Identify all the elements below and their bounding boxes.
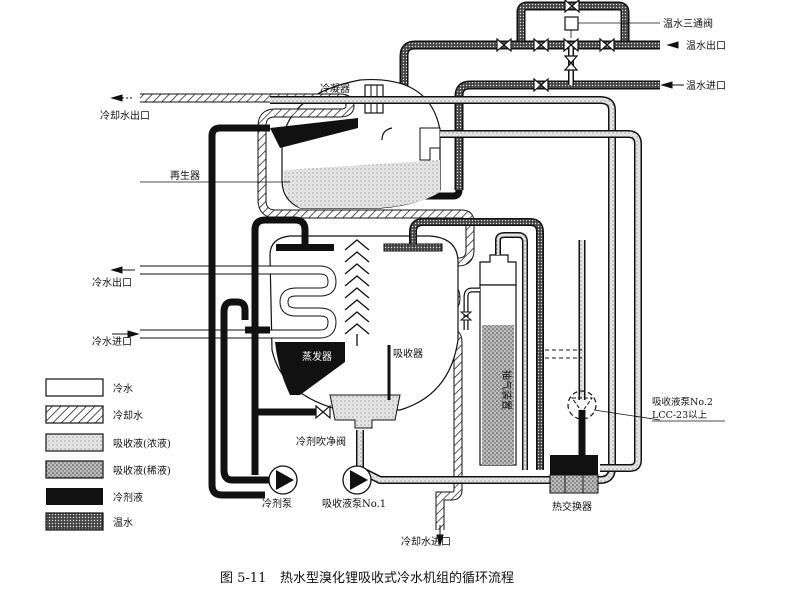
figure-caption: 热水型溴化锂吸收式冷水机组的循环流程 [280,570,514,586]
chilled-water-outlet-label: 冷水出口 [92,276,132,289]
condenser-label: 冷凝器 [320,82,350,95]
hot-water-inlet-label: 温水进口 [686,80,726,92]
purge-device-label: 抽气装置 [500,370,513,410]
legend-swatch-cooling-water [45,405,104,424]
legend-swatch-weak-solution [45,460,104,479]
legend-label: 冷剂液 [113,491,143,504]
regenerator-label: 再生器 [170,169,200,182]
absorber-label: 吸收器 [393,347,423,360]
valves [496,0,660,93]
chilled-water-inlet-label: 冷水进口 [92,335,132,348]
legend-label: 温水 [113,517,133,529]
figure-number: 图 5-11 [220,571,266,586]
absorbent-pump-2-label: 吸收液泵No.2 [652,396,713,408]
legend-label: 冷水 [113,382,133,395]
purge-device [459,232,528,470]
legend-label: 冷却水 [113,409,143,422]
legend-swatch-hot-water [45,512,104,531]
refrigerant-piping [208,124,320,499]
three-way-valve-icon[interactable] [563,37,579,53]
legend-label: 吸收液(稀液) [113,464,171,477]
valve-actuator-icon [564,16,579,31]
legend-swatch-chilled-water [45,378,104,397]
evaporator-label: 蒸发器 [302,350,332,363]
valve-icon[interactable] [496,37,512,53]
valve-icon[interactable] [564,0,580,14]
eliminator [344,239,370,346]
cooling-water-outlet-label: 冷却水出口 [100,109,150,122]
cooling-water-inlet-label: 冷却水进口 [401,535,451,548]
legend: 冷水 冷却水 吸收液(浓液) 吸收液(稀液) 冷剂液 温水 [45,378,171,531]
refrigerant-purge-valve-icon[interactable] [315,404,331,420]
hot-water-outlet-label: 温水出口 [686,39,726,52]
legend-swatch-strong-solution [45,433,104,452]
absorbent-pump-1-icon[interactable] [342,465,372,495]
absorbent-pump-2-icon[interactable] [567,390,661,421]
valve-icon[interactable] [563,55,579,71]
refrigerant-pump-label: 冷剂泵 [262,497,292,510]
refrigerant-purge-valve-label: 冷剂吹净阀 [296,435,346,448]
legend-label: 吸收液(浓液) [113,437,171,450]
valve-icon[interactable] [599,37,615,53]
solution-piping [270,96,642,484]
heat-exchanger-label: 热交换器 [552,500,592,513]
refrigerant-pump-icon[interactable] [268,465,298,495]
valve-icon[interactable] [533,77,549,93]
absorbent-pump-1-label: 吸收液泵No.1 [322,497,386,510]
valve-icon[interactable] [533,37,549,53]
absorbent-pump-2-note: LCC-23以上 [652,410,708,421]
legend-swatch-refrigerant [46,488,103,505]
flow-arrows [110,41,684,547]
hot-water-three-way-valve-label: 温水三通阀 [663,17,713,30]
chilled-water-piping [140,265,337,339]
heat-exchanger [549,455,599,494]
evaporator-absorber-shell [269,235,459,429]
